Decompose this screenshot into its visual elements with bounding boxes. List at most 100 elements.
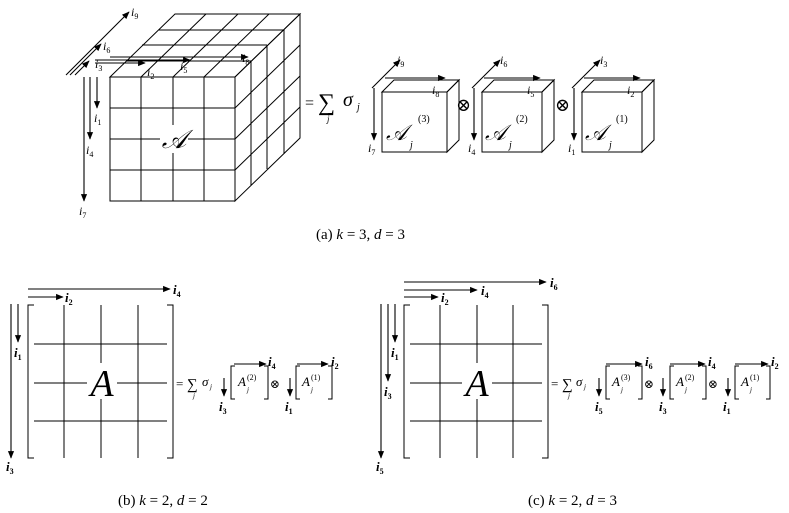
panel-b: A i4 i2 i1 i3 = ∑ j σ j A j (2) i4 i3 ⊗ [6,282,339,509]
sigma-a: σ [343,89,354,111]
kron-a-2: ⊗ [555,95,570,115]
svg-text:A: A [301,374,310,389]
svg-text:i5: i5 [180,59,187,75]
svg-text:i1: i1 [568,141,575,157]
svg-text:i6: i6 [550,275,558,292]
svg-text:i8: i8 [242,51,249,67]
equals-sign-a: = [305,95,314,112]
svg-text:i6: i6 [103,39,110,55]
panel-a: 𝒜 i9 i6 i3 i2 i5 i8 i1 i4 i7 = ∑ [65,5,656,243]
big-cube-index-labels: i9 i6 i3 i2 i5 i8 i1 i4 i7 [79,5,249,220]
svg-text:i3: i3 [659,399,667,416]
svg-text:(1): (1) [616,114,628,125]
svg-text:i4: i4 [481,283,489,300]
svg-text:i4: i4 [86,143,93,159]
svg-text:i2: i2 [331,354,339,371]
svg-text:A: A [611,374,620,389]
matrix-b-label: A [87,363,114,405]
svg-text:i2: i2 [441,290,449,307]
svg-text:i1: i1 [723,399,731,416]
factor-b-1: A j (1) i2 i1 [285,354,339,416]
big-tensor-cube: 𝒜 [108,12,302,203]
factor-cube-2: 𝒜 j (2) i6 i5 i4 [468,53,556,157]
svg-text:(1): (1) [750,373,760,382]
svg-text:i3: i3 [95,57,102,73]
svg-text:i3: i3 [600,53,607,69]
factor-b-2: A j (2) i4 i3 [219,354,276,416]
svg-text:i2: i2 [65,290,73,307]
svg-text:𝒜: 𝒜 [386,120,413,145]
svg-text:i6: i6 [500,53,507,69]
svg-text:i5: i5 [527,83,534,99]
equals-sign-c: = [551,376,558,391]
svg-text:i4: i4 [708,354,716,371]
svg-text:i3: i3 [219,399,227,416]
svg-text:A: A [740,374,749,389]
svg-text:j: j [246,386,249,394]
matrix-c: A [403,304,549,459]
sigma-c: σ [576,374,583,389]
caption-b: (b) k = 2, d = 2 [118,493,208,509]
svg-text:j: j [408,140,413,151]
svg-text:i6: i6 [645,354,653,371]
sum-index-c: j [567,392,570,400]
svg-text:i1: i1 [14,345,22,362]
matrix-c-label: A [462,363,489,405]
svg-text:i7: i7 [368,141,375,157]
svg-text:i3: i3 [6,459,14,476]
kron-c-1: ⊗ [644,377,654,391]
sigma-b: σ [202,374,209,389]
svg-text:j: j [507,140,512,151]
factor-c-2: A j (2) i4 i3 [659,354,716,416]
sum-symbol-a: ∑ [318,90,335,116]
svg-text:i8: i8 [432,83,439,99]
svg-text:i2: i2 [627,83,634,99]
kron-b-1: ⊗ [270,377,280,391]
svg-text:(2): (2) [247,373,257,382]
svg-text:i9: i9 [131,5,138,21]
svg-text:(2): (2) [685,373,695,382]
svg-text:i1: i1 [391,345,399,362]
factor-c-3: A j (3) i6 i5 [595,354,653,416]
caption-a: (a) k = 3, d = 3 [316,227,405,243]
big-cube-index-arrows [65,11,249,202]
kron-a-1: ⊗ [456,95,471,115]
svg-text:𝒜: 𝒜 [585,120,612,145]
svg-text:i1: i1 [285,399,293,416]
svg-text:i2: i2 [147,65,154,81]
factor-c-1: A j (1) i2 i1 [723,354,779,416]
matrix-b-index-arrows: i4 i2 i1 i3 [6,282,181,476]
svg-text:(3): (3) [418,114,430,125]
factor-cube-3: 𝒜 j (3) i9 i8 i7 [368,53,461,157]
sigma-sub-c: j [583,383,586,391]
equals-sign-b: = [176,376,183,391]
svg-text:i3: i3 [384,384,392,401]
matrix-c-index-arrows: i6 i4 i2 i1 i3 i5 [376,275,558,476]
svg-text:j: j [310,386,313,394]
svg-text:j: j [684,386,687,394]
svg-text:(1): (1) [311,373,321,382]
svg-text:i5: i5 [376,459,384,476]
svg-text:A: A [675,374,684,389]
svg-text:i4: i4 [173,282,181,299]
svg-text:i2: i2 [771,354,779,371]
svg-text:i5: i5 [595,399,603,416]
svg-text:j: j [607,140,612,151]
svg-text:i9: i9 [397,53,404,69]
factor-cube-1: 𝒜 j (1) i3 i2 i1 [568,53,656,157]
sum-index-b: j [192,392,195,400]
svg-text:i7: i7 [79,204,86,220]
kron-c-2: ⊗ [708,377,718,391]
caption-c: (c) k = 2, d = 3 [528,493,617,509]
sigma-sub-a: j [355,102,360,113]
svg-text:A: A [237,374,246,389]
matrix-b: A [27,304,174,459]
svg-text:i4: i4 [468,141,475,157]
svg-text:j: j [749,386,752,394]
sum-symbol-c: ∑ [562,377,573,393]
svg-text:j: j [620,386,623,394]
svg-text:(2): (2) [516,114,528,125]
sum-index-a: j [326,114,330,124]
panel-c: A i6 i4 i2 i1 i3 i5 = ∑ j σ j A j [376,275,779,509]
